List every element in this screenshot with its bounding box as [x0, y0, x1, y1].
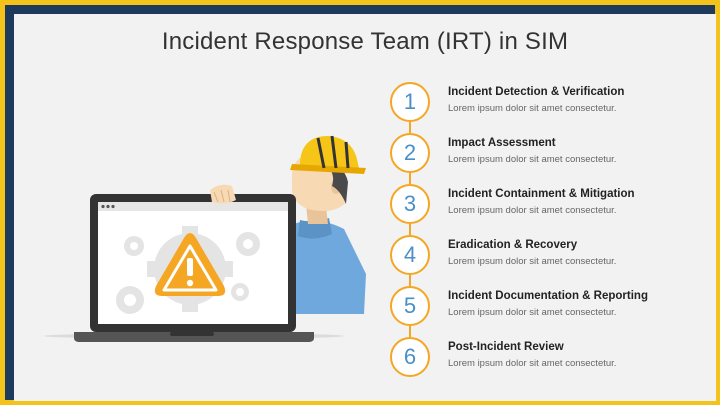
- step-number-circle: 6: [390, 337, 430, 377]
- page-title: Incident Response Team (IRT) in SIM: [161, 28, 569, 55]
- step-connector: [409, 122, 411, 133]
- step-number-circle: 5: [390, 286, 430, 326]
- step-description: Lorem ipsum dolor sit amet consectetur.: [448, 307, 617, 318]
- step-number-circle: 4: [390, 235, 430, 275]
- step-number: 3: [403, 191, 417, 216]
- step-description: Lorem ipsum dolor sit amet consectetur.: [448, 358, 617, 369]
- step-number-circle: 3: [390, 184, 430, 224]
- step-number: 1: [403, 89, 417, 114]
- step-description: Lorem ipsum dolor sit amet consectetur.: [448, 154, 617, 165]
- step-title: Post-Incident Review: [448, 341, 564, 353]
- step-title: Incident Containment & Mitigation: [448, 188, 635, 200]
- slide: Incident Response Team (IRT) in SIM: [14, 14, 716, 401]
- warning-triangle-icon: [154, 233, 226, 296]
- worker-hand: [210, 184, 236, 204]
- step-connector: [409, 173, 411, 184]
- step-number: 2: [403, 140, 417, 165]
- step-title: Incident Detection & Verification: [448, 86, 625, 98]
- step-description: Lorem ipsum dolor sit amet consectetur.: [448, 205, 617, 216]
- step-connector: [409, 224, 411, 235]
- step-description: Lorem ipsum dolor sit amet consectetur.: [448, 256, 617, 267]
- step-number: 4: [403, 242, 417, 267]
- illustration: [44, 135, 366, 342]
- step-number: 6: [403, 344, 417, 369]
- step-title: Eradication & Recovery: [448, 239, 578, 251]
- worker-hardhat-icon: [274, 135, 366, 314]
- step-title: Impact Assessment: [448, 137, 556, 149]
- step-connector: [409, 326, 411, 337]
- step-number-circle: 2: [390, 133, 430, 173]
- step-title: Incident Documentation & Reporting: [448, 290, 648, 302]
- step-number-circle: 1: [390, 82, 430, 122]
- step-connector: [409, 275, 411, 286]
- step-number: 5: [403, 293, 417, 318]
- step-description: Lorem ipsum dolor sit amet consectetur.: [448, 103, 617, 114]
